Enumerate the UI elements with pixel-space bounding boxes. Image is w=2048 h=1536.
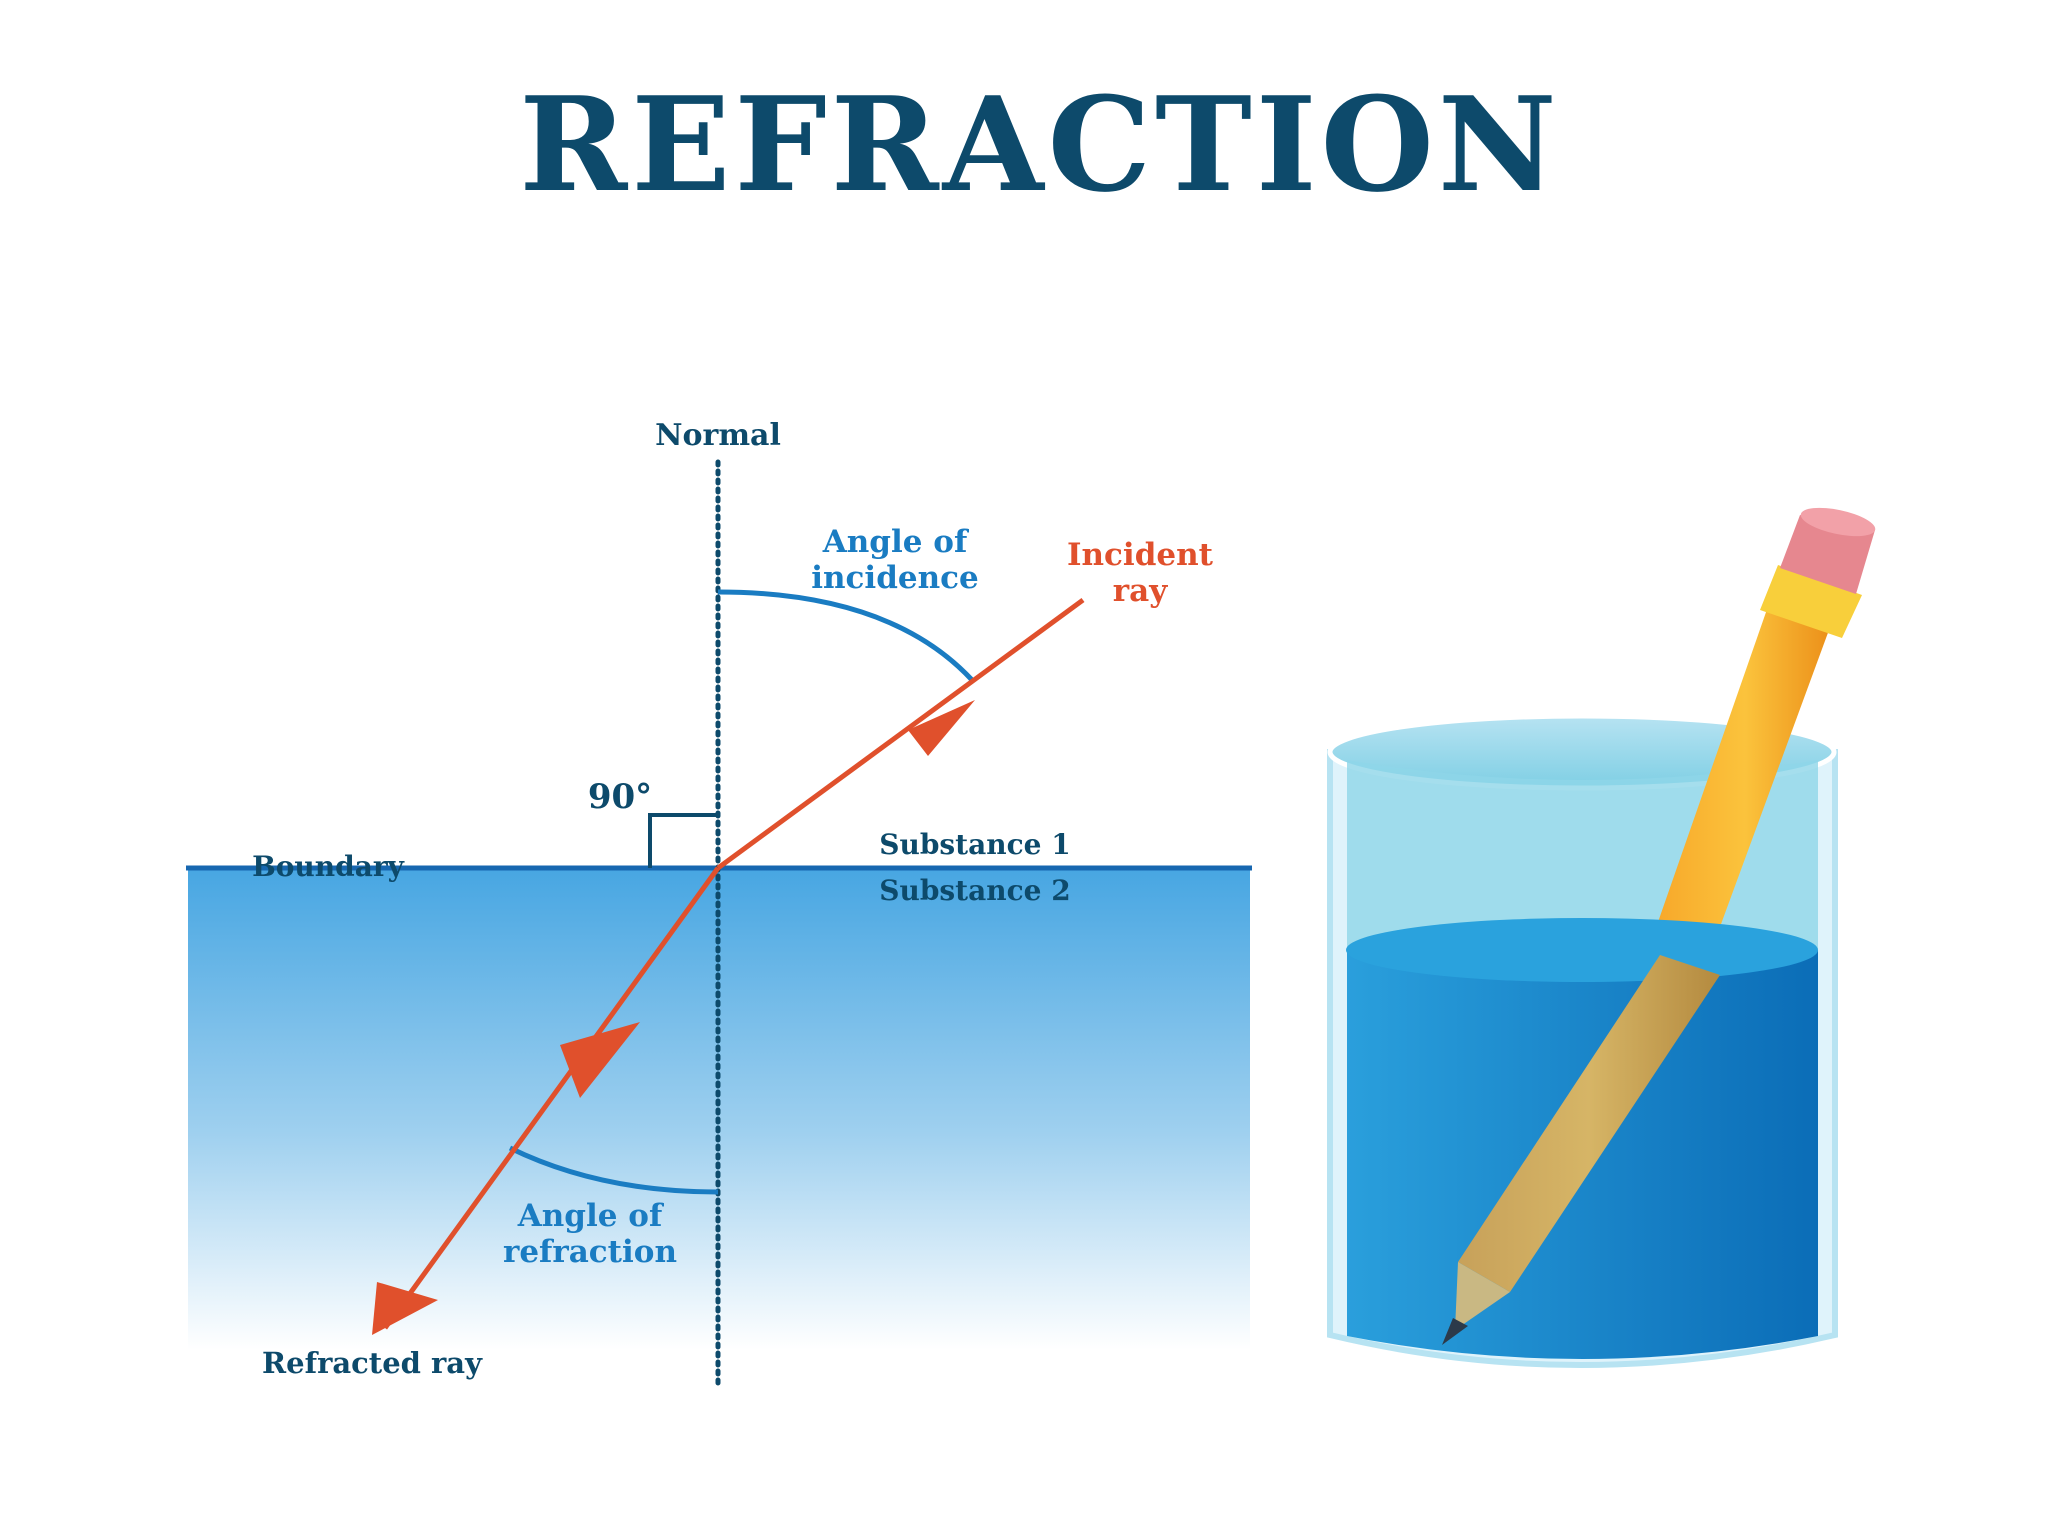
refracted-ray-arrow-end <box>372 1282 438 1335</box>
pencil-ferrule <box>1760 565 1862 638</box>
incident-ray-label-line2: ray <box>1113 573 1168 609</box>
angle-of-refraction-label-line1: Angle of <box>517 1198 664 1234</box>
angle-of-incidence-label-line1: Angle of <box>822 524 969 560</box>
glass-illustration <box>1327 507 1876 1368</box>
substance-1-label: Substance 1 <box>879 828 1070 861</box>
pencil-lower <box>1458 955 1720 1292</box>
angle-of-incidence-arc <box>717 589 974 682</box>
boundary-label: Boundary <box>252 850 405 883</box>
pencil-upper <box>1650 572 1840 965</box>
page-title: REFRACTION <box>519 68 1560 221</box>
angle-of-refraction-label-line2: refraction <box>503 1234 677 1270</box>
incident-ray <box>716 597 1085 871</box>
right-angle-marker <box>648 813 718 868</box>
angle-of-incidence-label-line2: incidence <box>811 560 979 596</box>
pencil-tip-wood <box>1455 1262 1510 1330</box>
refracted-ray-label: Refracted ray <box>262 1346 483 1380</box>
incident-ray-label-line1: Incident <box>1067 537 1214 573</box>
substance-2-label: Substance 2 <box>879 874 1070 907</box>
angle-of-refraction-arc <box>508 1145 719 1195</box>
refracted-ray <box>382 866 721 1330</box>
glass-water-surface <box>1346 918 1818 982</box>
pencil-tip-lead <box>1442 1318 1468 1345</box>
incident-ray-arrow <box>908 700 975 756</box>
pencil-eraser-top <box>1800 507 1876 537</box>
right-angle-label: 90° <box>588 777 652 817</box>
normal-label: Normal <box>655 418 781 453</box>
refracted-ray-arrow-mid <box>560 1022 640 1098</box>
